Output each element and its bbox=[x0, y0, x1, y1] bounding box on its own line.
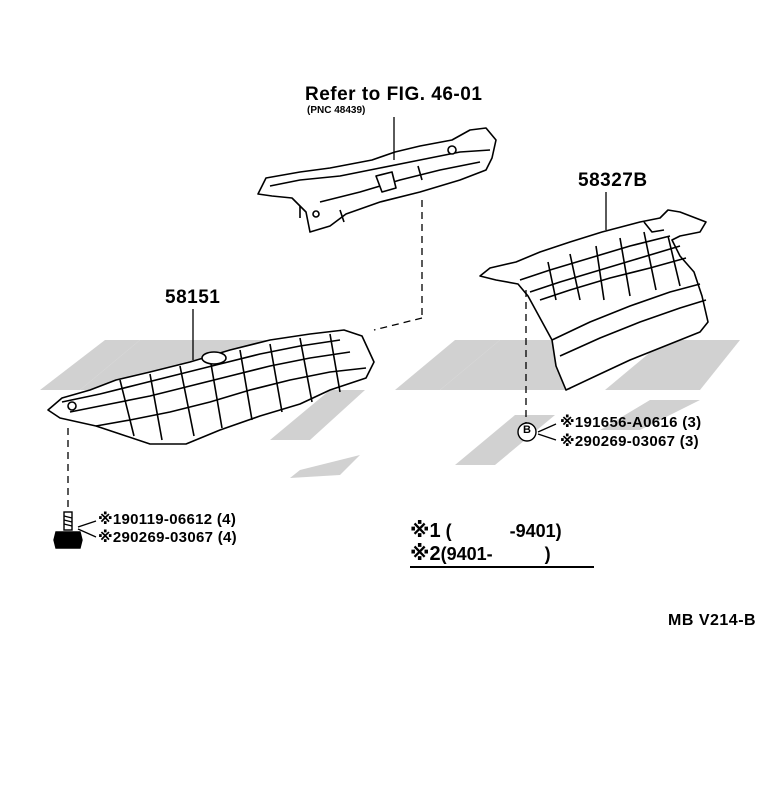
bolt-part-line-2: ※290269-03067 (4) bbox=[98, 529, 237, 546]
clip-marker-letter: B bbox=[523, 424, 531, 436]
legend-row-2: ※2(9401-) bbox=[410, 541, 551, 566]
callout-58151: 58151 bbox=[165, 287, 221, 308]
insulator-58151-drawing bbox=[47, 329, 375, 445]
legend-row-1-open: ( bbox=[445, 521, 452, 541]
legend-row-2-start: (9401- bbox=[440, 544, 493, 564]
clip-part-line-2: ※290269-03067 (3) bbox=[560, 433, 699, 450]
clip-marker-circle bbox=[517, 422, 537, 442]
pnc-label: (PNC 48439) bbox=[307, 105, 366, 116]
callout-58327b: 58327B bbox=[578, 170, 648, 191]
upper-insulator-drawing bbox=[257, 127, 497, 233]
legend-row-1-mark: ※1 bbox=[410, 520, 441, 542]
insulator-58327b-drawing bbox=[479, 209, 709, 391]
legend-row-1-end: -9401) bbox=[509, 521, 562, 541]
figure-code: MB V214-B bbox=[668, 612, 757, 629]
clip-part-line-1: ※191656-A0616 (3) bbox=[560, 414, 702, 431]
legend-row-1: ※1 ( -9401) bbox=[410, 518, 562, 543]
bolt-drawing bbox=[53, 511, 83, 549]
refer-label: Refer to FIG. 46-01 bbox=[305, 84, 483, 105]
legend-row-2-mark: ※2 bbox=[410, 543, 441, 565]
legend-row-2-close: ) bbox=[544, 544, 551, 564]
dashed-leaders bbox=[67, 200, 527, 514]
solid-leaders bbox=[77, 117, 607, 538]
bolt-part-line-1: ※190119-06612 (4) bbox=[98, 511, 237, 528]
